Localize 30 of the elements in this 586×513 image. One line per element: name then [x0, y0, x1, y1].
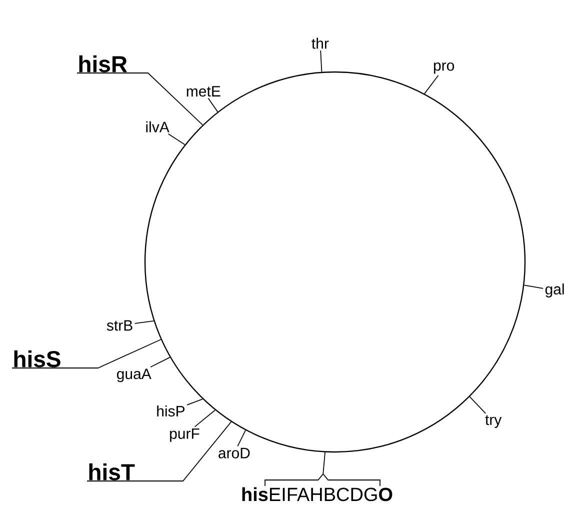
tick-line [424, 74, 439, 94]
leader-line [12, 339, 162, 368]
gene-label: hisP [157, 405, 184, 416]
brace-leader [264, 452, 380, 486]
tick-line [134, 320, 154, 324]
gene-label: hisS [14, 350, 60, 368]
gene-label: guaA [117, 368, 152, 382]
operon-label: hisEIFAHBCDGO [242, 487, 392, 502]
tick-line [150, 356, 170, 368]
gene-label: pro [434, 62, 454, 74]
tick-line [320, 50, 322, 72]
tick-line [469, 396, 486, 414]
leader-line [76, 72, 204, 126]
tick-line [524, 284, 544, 289]
tick-line [168, 133, 186, 146]
gene-label: gal [545, 284, 564, 298]
leader-line [86, 421, 232, 482]
gene-label: ilvA [146, 121, 170, 132]
gene-label: hisT [89, 463, 135, 480]
gene-label: try [485, 415, 502, 428]
gene-label: metE [186, 86, 220, 97]
gene-label: hisR [79, 55, 128, 72]
gene-label: purF [170, 428, 200, 442]
gene-label: thr [312, 38, 329, 49]
tick-line [186, 398, 204, 406]
tick-line [208, 98, 218, 112]
gene-label: strB [106, 320, 132, 331]
gene-label: aroD [218, 448, 250, 458]
tick-line [194, 410, 216, 428]
tick-line [237, 430, 246, 447]
